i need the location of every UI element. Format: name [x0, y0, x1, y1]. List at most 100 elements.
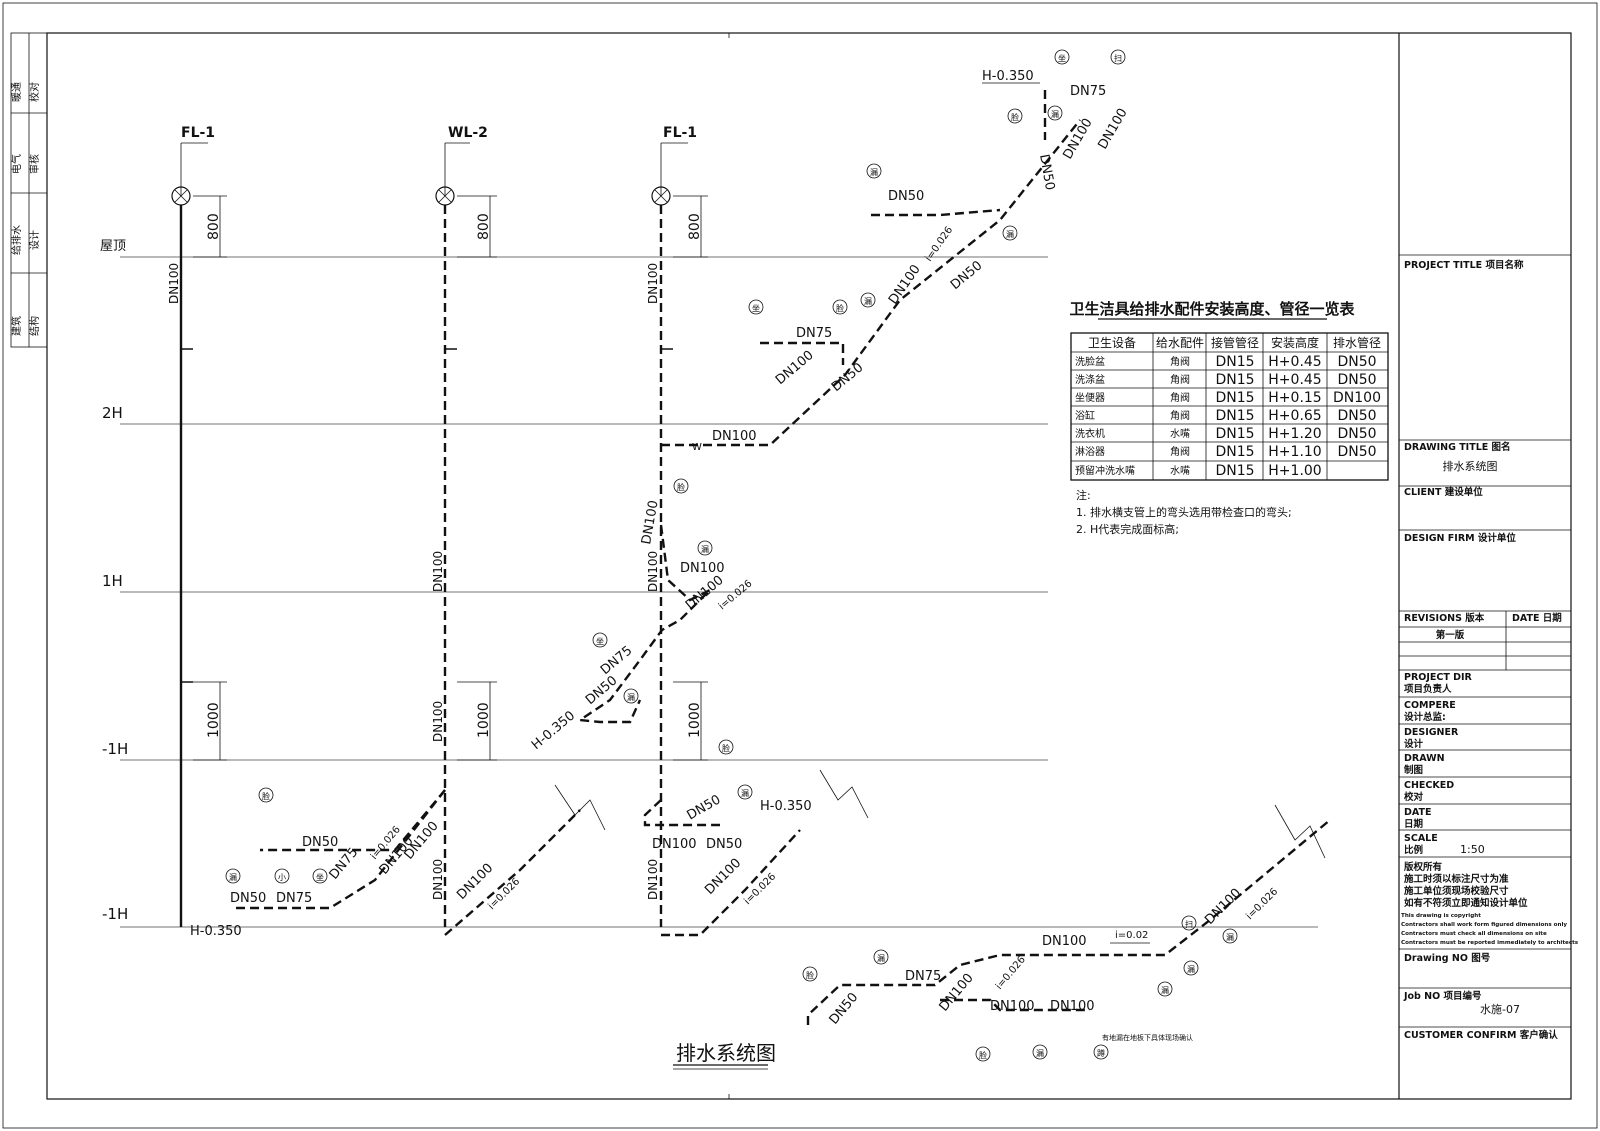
basin-fixture-icon: [802, 966, 818, 982]
fixture-symbol-label: 脸: [1011, 112, 1019, 122]
fixture-symbol-label: 漏: [1226, 932, 1234, 942]
scale-label: SCALE: [1404, 833, 1438, 844]
job-no-value: 水施-07: [1480, 1003, 1520, 1016]
table-header: 排水管径: [1333, 335, 1381, 350]
designer-label: DESIGNER: [1404, 727, 1459, 738]
urinal-fixture-icon: [274, 868, 290, 884]
basin-fixture-icon: [673, 478, 689, 494]
left-signature-strip: 暖通 校对 电气 审核 给排水 设计 建筑 结构: [10, 32, 48, 348]
riser-label-wl2: WL-2: [448, 125, 488, 141]
table-cell: 角阀: [1170, 409, 1190, 422]
table-cell: 洗脸盆: [1075, 355, 1105, 368]
fixture-symbol-label: 脸: [836, 303, 844, 313]
branch-size-label: DN100: [639, 499, 662, 545]
sweep-fixture-icon: [1181, 915, 1197, 931]
basin-fixture-icon: [975, 1046, 991, 1062]
copyright-cn-line: 施工时须以标注尺寸为准: [1404, 873, 1509, 885]
table-cell: DN15: [1215, 426, 1254, 442]
branch-size-label: DN75: [796, 326, 832, 341]
table-cell: DN15: [1215, 463, 1254, 479]
drawn-label: DRAWN: [1404, 753, 1445, 764]
dim-800-mid: 800: [476, 213, 492, 240]
table-header: 安装高度: [1271, 335, 1319, 350]
slope-label: i=0.026: [742, 871, 778, 907]
fixture-symbol-label: 漏: [701, 544, 709, 554]
fixture-symbol-label: 漏: [627, 692, 635, 702]
table-cell: 角阀: [1170, 391, 1190, 404]
table-cell: DN50: [1337, 354, 1376, 370]
dim-1000-right: 1000: [687, 702, 703, 738]
table-cell: DN50: [1337, 444, 1376, 460]
inner-border: [46, 32, 1572, 1100]
level-label-b1h-bottom: -1H: [102, 905, 128, 923]
drawing-title-label: DRAWING TITLE 图名: [1404, 441, 1511, 453]
table-cell: 水嘴: [1170, 428, 1190, 440]
riser-label-fl1-right: FL-1: [663, 125, 697, 141]
project-dir-label: PROJECT DIR: [1404, 672, 1473, 683]
table-cell: H+0.65: [1268, 408, 1321, 424]
strip-cell-1: 暖通: [10, 82, 23, 102]
branch-size-label: DN100: [1202, 886, 1244, 928]
level-label-b1h: -1H: [102, 740, 128, 758]
table-cell: H+0.45: [1268, 354, 1321, 370]
branch-size-label: DN100: [652, 837, 697, 852]
fixture-symbol-label: 漏: [1051, 109, 1059, 119]
branch-size-label: DN75: [1070, 84, 1106, 99]
table-cell: H+1.20: [1268, 426, 1321, 442]
seat-fixture-icon: [592, 632, 608, 648]
elevation-label: H-0.350: [529, 708, 578, 753]
fixture-symbol-label: 脸: [677, 482, 685, 492]
fixture-symbol-label: 蹲: [1097, 1048, 1105, 1058]
branch-size-label: DN50: [230, 891, 266, 906]
customer-confirm-label: CUSTOMER CONFIRM 客户确认: [1404, 1029, 1558, 1041]
drawing-caption: 排水系统图: [676, 1041, 776, 1065]
date-row-label-cn: 日期: [1404, 818, 1423, 830]
strip-cell-4: 审核: [28, 154, 41, 174]
drain-fixture-icon: [1032, 1044, 1048, 1060]
dim-800-right: 800: [687, 213, 703, 240]
sweep-fixture-icon: [1110, 49, 1126, 65]
riser-size-label: DN100: [646, 551, 660, 592]
table-cell: H+1.00: [1268, 463, 1321, 479]
dim-800-left: 800: [206, 213, 222, 240]
fixture-symbol-label: 脸: [262, 791, 270, 801]
table-header: 卫生设备: [1088, 336, 1136, 350]
date-label: DATE 日期: [1512, 612, 1562, 624]
drain-fixture-icon: [737, 784, 753, 800]
branch-size-label: DN50: [1036, 153, 1057, 191]
project-dir-label-cn: 项目负责人: [1404, 683, 1452, 695]
drawing-no-label: Drawing NO 图号: [1404, 953, 1491, 964]
table-cell: DN15: [1215, 444, 1254, 460]
level-lines: [120, 256, 1318, 928]
drawn-label-cn: 制图: [1404, 764, 1423, 776]
fixture-table-title: 卫生洁具给排水配件安装高度、管径一览表: [1069, 300, 1355, 318]
fixture-symbol-label: 漏: [864, 296, 872, 306]
strip-cell-8: 结构: [28, 316, 41, 336]
copyright-en-line: Contractors must be reported immediately…: [1401, 940, 1579, 946]
fixture-symbol-label: 漏: [229, 872, 237, 882]
branch-size-label: DN100: [702, 856, 744, 898]
table-cell: DN15: [1215, 372, 1254, 388]
basin-fixture-icon: [718, 739, 734, 755]
drain-fixture-icon: [1002, 225, 1018, 241]
drain-fixture-icon: [860, 292, 876, 308]
fixture-symbol-label: 扫: [1114, 53, 1122, 63]
drawing-title-value: 排水系统图: [1443, 459, 1498, 473]
elevation-label: H-0.350: [982, 69, 1034, 84]
drain-fixture-icon: [1047, 105, 1063, 121]
branch-size-label: DN75: [276, 891, 312, 906]
riser-size-label: DN100: [167, 263, 181, 304]
slope-label: i=0.026: [923, 225, 955, 264]
table-cell: DN50: [1337, 372, 1376, 388]
drain-fixture-icon: [623, 688, 639, 704]
strip-cell-6: 设计: [28, 230, 41, 250]
drain-branches: DN100 W DN100 DN50 DN75 DN50 DN50 DN100 …: [190, 69, 1331, 1042]
branch-size-label: DN100: [773, 348, 817, 388]
copyright-cn-line: 施工单位须现场校验尺寸: [1404, 885, 1509, 897]
fixture-symbol-label: 漏: [1161, 985, 1169, 995]
branch-size-label: DN50: [583, 673, 620, 708]
checked-label-cn: 校对: [1404, 791, 1424, 803]
copyright-cn-line: 如有不符须立即通知设计单位: [1404, 897, 1528, 909]
drain-fixture-icon: [225, 868, 241, 884]
branch-size-label: DN100: [1095, 106, 1130, 152]
